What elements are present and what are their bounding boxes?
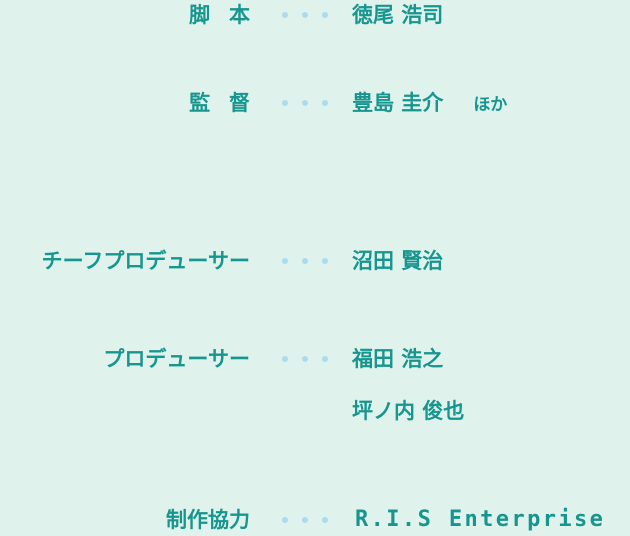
credit-row-screenplay: 脚本 徳尾 浩司: [0, 0, 630, 30]
credit-row-production-cooperation: 制作協力 R.I.S Enterprise: [0, 505, 630, 535]
dots-separator: [282, 356, 332, 362]
staff-name-text: 豊島 圭介: [352, 91, 444, 115]
credit-row-chief-producer: チーフプロデューサー 沼田 賢治: [0, 246, 630, 276]
role-label: 制作協力: [166, 508, 250, 532]
others-note: ほか: [473, 95, 508, 115]
dots-separator: [282, 258, 332, 264]
staff-name: 坪ノ内 俊也: [352, 399, 465, 423]
dots-separator: [282, 517, 332, 523]
credit-row-producer-2: 坪ノ内 俊也: [0, 396, 630, 426]
staff-name: 沼田 賢治: [352, 249, 444, 273]
role-label: 監督: [189, 91, 269, 115]
role-label: 脚本: [189, 3, 269, 27]
dots-separator: [282, 12, 332, 18]
role-label: チーフプロデューサー: [41, 249, 250, 273]
credit-row-director: 監督 豊島 圭介 ほか: [0, 88, 630, 118]
company-name: R.I.S Enterprise: [355, 507, 606, 532]
staff-name: 福田 浩之: [352, 347, 444, 371]
credit-row-producer: プロデューサー 福田 浩之: [0, 344, 630, 374]
role-label: プロデューサー: [103, 347, 250, 371]
staff-name: 徳尾 浩司: [352, 3, 444, 27]
dots-separator: [282, 100, 332, 106]
staff-name: 豊島 圭介 ほか: [352, 88, 507, 120]
